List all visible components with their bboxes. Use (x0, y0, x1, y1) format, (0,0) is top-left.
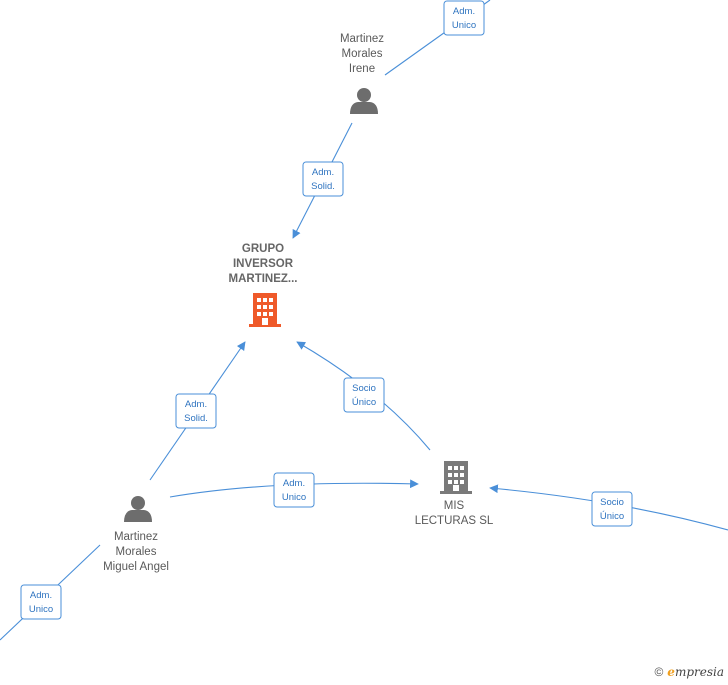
edge-label-right-mis[interactable]: Socio Único (591, 491, 633, 527)
edge-label-line1: Adm. (185, 399, 207, 410)
edge-label-irene-grupo[interactable]: Adm. Solid. (302, 161, 344, 197)
edge-label-line1: Socio (352, 383, 376, 394)
node-company-mis-lecturas[interactable]: MIS LECTURAS SL (415, 461, 494, 527)
edge-label-line2: Único (352, 397, 376, 408)
node-name-line: Miguel Angel (103, 561, 169, 573)
edge-label-mis-grupo[interactable]: Socio Único (343, 377, 385, 413)
edge-label-line2: Solid. (184, 413, 208, 424)
edge-label-line1: Socio (600, 497, 624, 508)
edge-label-line1: Adm. (30, 590, 52, 601)
node-name-line: Martinez (340, 33, 384, 45)
edge-label-line2: Único (600, 511, 624, 522)
building-icon (249, 293, 281, 327)
node-person-miguel[interactable]: Martinez Morales Miguel Angel (103, 496, 169, 573)
node-name-line: Morales (342, 48, 383, 60)
node-name-line: Morales (116, 546, 157, 558)
edge-label-line2: Unico (282, 492, 306, 503)
edge-label-line2: Solid. (311, 181, 335, 192)
node-name-line: MIS (444, 500, 465, 512)
node-name-line: INVERSOR (233, 258, 294, 270)
edge-label-line1: Adm. (453, 6, 475, 17)
person-icon (124, 496, 152, 522)
node-name-line: MARTINEZ... (229, 273, 298, 285)
copyright-footer: ©empresia (654, 665, 724, 679)
node-name-line: GRUPO (242, 243, 284, 255)
edge-label-miguel-grupo[interactable]: Adm. Solid. (175, 393, 217, 429)
edge-label-line2: Unico (452, 20, 476, 31)
person-icon (350, 88, 378, 114)
node-company-grupo[interactable]: GRUPO INVERSOR MARTINEZ... (229, 243, 298, 327)
building-icon (440, 461, 472, 494)
node-name-line: LECTURAS SL (415, 515, 494, 527)
edge-label-line1: Adm. (312, 167, 334, 178)
edge-label-bottom-left[interactable]: Adm. Unico (20, 584, 62, 620)
edge-label-top[interactable]: Adm. Unico (443, 0, 485, 36)
edge-label-line2: Unico (29, 604, 53, 615)
node-name-line: Irene (349, 63, 375, 75)
node-person-irene[interactable]: Martinez Morales Irene (340, 33, 384, 114)
brand-logo: empresia (667, 665, 724, 679)
edge-label-line1: Adm. (283, 478, 305, 489)
node-name-line: Martinez (114, 531, 158, 543)
copyright-symbol: © (654, 665, 664, 679)
edge-label-miguel-mis[interactable]: Adm. Unico (273, 472, 315, 508)
